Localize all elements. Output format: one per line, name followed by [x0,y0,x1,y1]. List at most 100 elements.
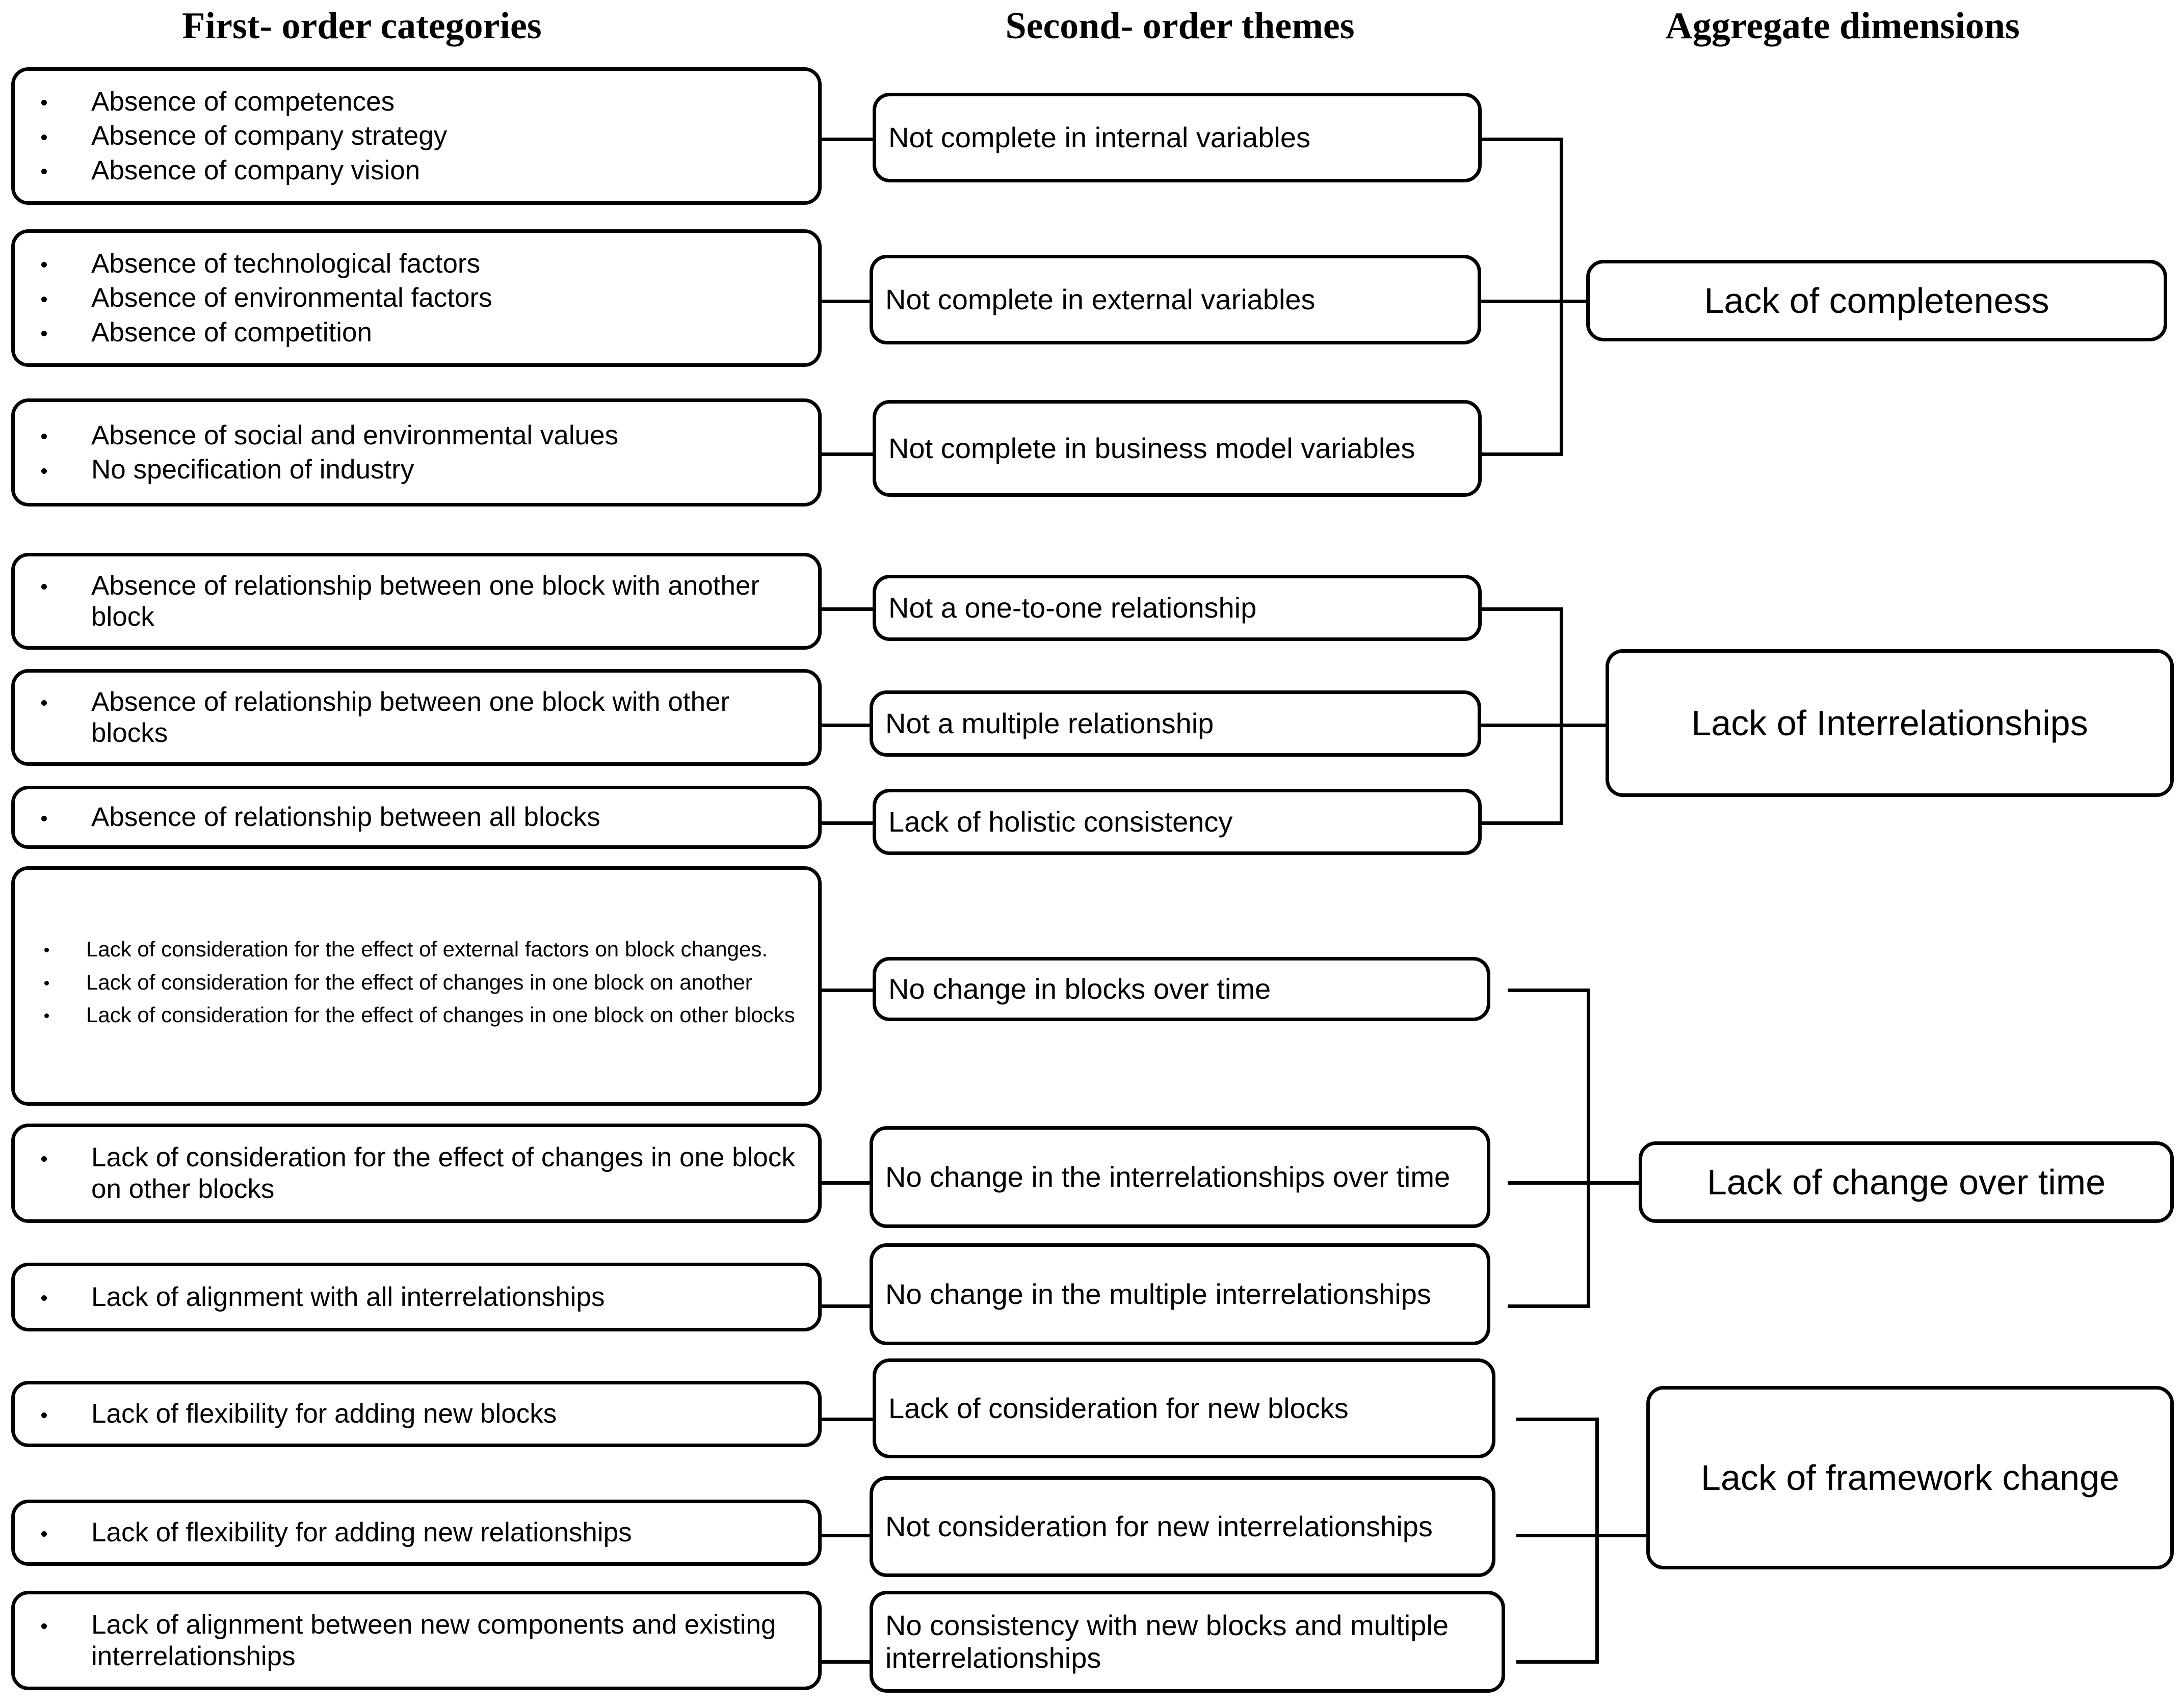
first-order-box-1[interactable]: Absence of competences Absence of compan… [11,67,822,205]
bullet-list: Lack of alignment between new components… [30,1609,805,1672]
bullet-list: Lack of flexibility for adding new block… [30,1398,805,1429]
first-order-box-6[interactable]: Absence of relationship between all bloc… [11,786,822,849]
bracket3-arm-bottom [1508,1304,1590,1308]
second-order-box-2[interactable]: Not complete in external variables [870,255,1481,344]
connector-fo4-so4 [816,607,876,611]
list-item: Lack of alignment between new components… [30,1609,805,1672]
second-order-box-11[interactable]: Not consideration for new interrelations… [870,1476,1495,1577]
bullet-icon [44,980,49,985]
connector-fo7-so7 [816,989,876,992]
bracket2-arm-mid [1481,724,1563,727]
second-order-box-1[interactable]: Not complete in internal variables [873,93,1482,182]
aggregate-label: Lack of framework change [1701,1458,2119,1498]
connector-fo11-so11 [816,1534,876,1537]
connector-fo9-so9 [816,1304,876,1308]
column-header-first-order: First- order categories [182,5,542,47]
bullet-text: Lack of consideration for the effect of … [91,1142,795,1204]
bullet-icon [41,331,47,337]
first-order-box-4[interactable]: Absence of relationship between one bloc… [11,553,822,650]
bullet-icon [41,262,47,268]
bullet-list: Absence of technological factors Absence… [30,248,805,348]
list-item: Lack of consideration for the effect of … [30,970,805,995]
first-order-box-8[interactable]: Lack of consideration for the effect of … [11,1124,822,1223]
bullet-text: Lack of consideration for the effect of … [86,937,768,962]
bullet-icon [41,468,47,474]
list-item: Absence of environmental factors [30,282,805,313]
bullet-list: Lack of consideration for the effect of … [30,1142,805,1205]
aggregate-box-4[interactable]: Lack of framework change [1646,1386,2174,1569]
list-item: Lack of consideration for the effect of … [30,1002,805,1028]
bullet-text: Absence of company vision [91,155,420,185]
bracket1-arm-top [1481,138,1563,141]
second-order-label: No change in blocks over time [888,973,1271,1005]
second-order-box-10[interactable]: Lack of consideration for new blocks [873,1358,1495,1458]
aggregate-box-3[interactable]: Lack of change over time [1639,1141,2174,1223]
column-header-aggregate: Aggregate dimensions [1665,5,2020,47]
bullet-text: Lack of alignment between new components… [91,1610,776,1671]
second-order-box-9[interactable]: No change in the multiple interrelations… [870,1243,1490,1345]
connector-fo3-so3 [816,452,876,456]
bracket3-arm-mid [1508,1181,1590,1185]
first-order-box-2[interactable]: Absence of technological factors Absence… [11,229,822,367]
connector-fo8-so8 [816,1181,876,1185]
bullet-text: Absence of relationship between one bloc… [91,570,760,632]
second-order-box-3[interactable]: Not complete in business model variables [873,400,1482,497]
bracket4-spine [1595,1418,1599,1664]
bracket3-stem [1587,1181,1643,1185]
bullet-text: Absence of relationship between one bloc… [91,686,730,748]
list-item: Absence of social and environmental valu… [30,420,805,451]
second-order-label: Not a one-to-one relationship [888,592,1257,624]
second-order-label: No change in the interrelationships over… [885,1161,1451,1193]
bracket4-arm-top [1516,1418,1599,1421]
aggregate-box-2[interactable]: Lack of Interrelationships [1606,649,2174,797]
bullet-list: Absence of relationship between all bloc… [30,802,805,833]
aggregate-label: Lack of completeness [1704,281,2049,321]
second-order-label: Not a multiple relationship [885,707,1214,740]
bullet-text: Absence of social and environmental valu… [91,420,619,450]
first-order-box-12[interactable]: Lack of alignment between new components… [11,1591,822,1690]
bullet-text: Lack of flexibility for adding new block… [91,1399,557,1429]
bullet-icon [41,434,47,440]
bullet-list: Absence of competences Absence of compan… [30,86,805,186]
first-order-box-7[interactable]: Lack of consideration for the effect of … [11,866,822,1106]
second-order-box-6[interactable]: Lack of holistic consistency [873,789,1482,855]
bullet-icon [41,169,47,175]
second-order-box-7[interactable]: No change in blocks over time [873,957,1490,1021]
bracket2-arm-top [1481,607,1563,611]
second-order-box-8[interactable]: No change in the interrelationships over… [870,1126,1490,1228]
bullet-text: Lack of alignment with all interrelation… [91,1282,605,1312]
bracket4-arm-mid [1516,1534,1599,1537]
bullet-list: Lack of alignment with all interrelation… [30,1282,805,1313]
bracket2-stem [1560,724,1624,727]
bullet-list: Absence of relationship between one bloc… [30,686,805,749]
first-order-box-9[interactable]: Lack of alignment with all interrelation… [11,1263,822,1331]
bullet-icon [41,1531,47,1537]
bullet-icon [44,1013,49,1019]
list-item: Absence of company strategy [30,120,805,151]
first-order-box-11[interactable]: Lack of flexibility for adding new relat… [11,1500,822,1566]
first-order-box-5[interactable]: Absence of relationship between one bloc… [11,669,822,766]
connector-fo2-so2 [816,300,876,303]
bullet-icon [41,815,47,821]
second-order-box-12[interactable]: No consistency with new blocks and multi… [870,1591,1505,1693]
bullet-list: Absence of social and environmental valu… [30,420,805,486]
bracket3-spine [1587,989,1590,1308]
list-item: Absence of technological factors [30,248,805,279]
first-order-box-10[interactable]: Lack of flexibility for adding new block… [11,1381,822,1447]
list-item: Lack of flexibility for adding new block… [30,1398,805,1429]
bracket2-arm-bottom [1481,821,1563,825]
list-item: No specification of industry [30,454,805,485]
second-order-box-5[interactable]: Not a multiple relationship [870,690,1481,757]
second-order-label: No consistency with new blocks and multi… [885,1609,1449,1674]
aggregate-box-1[interactable]: Lack of completeness [1586,260,2167,341]
bracket2-spine [1560,607,1563,825]
bracket1-arm-mid [1481,300,1563,303]
first-order-box-3[interactable]: Absence of social and environmental valu… [11,398,822,506]
second-order-label: Not complete in internal variables [888,121,1310,154]
connector-fo12-so12 [816,1660,876,1664]
bullet-list: Absence of relationship between one bloc… [30,570,805,633]
bullet-icon [41,700,47,706]
bullet-text: Absence of competences [91,86,395,117]
second-order-box-4[interactable]: Not a one-to-one relationship [873,575,1482,641]
list-item: Absence of relationship between all bloc… [30,802,805,833]
